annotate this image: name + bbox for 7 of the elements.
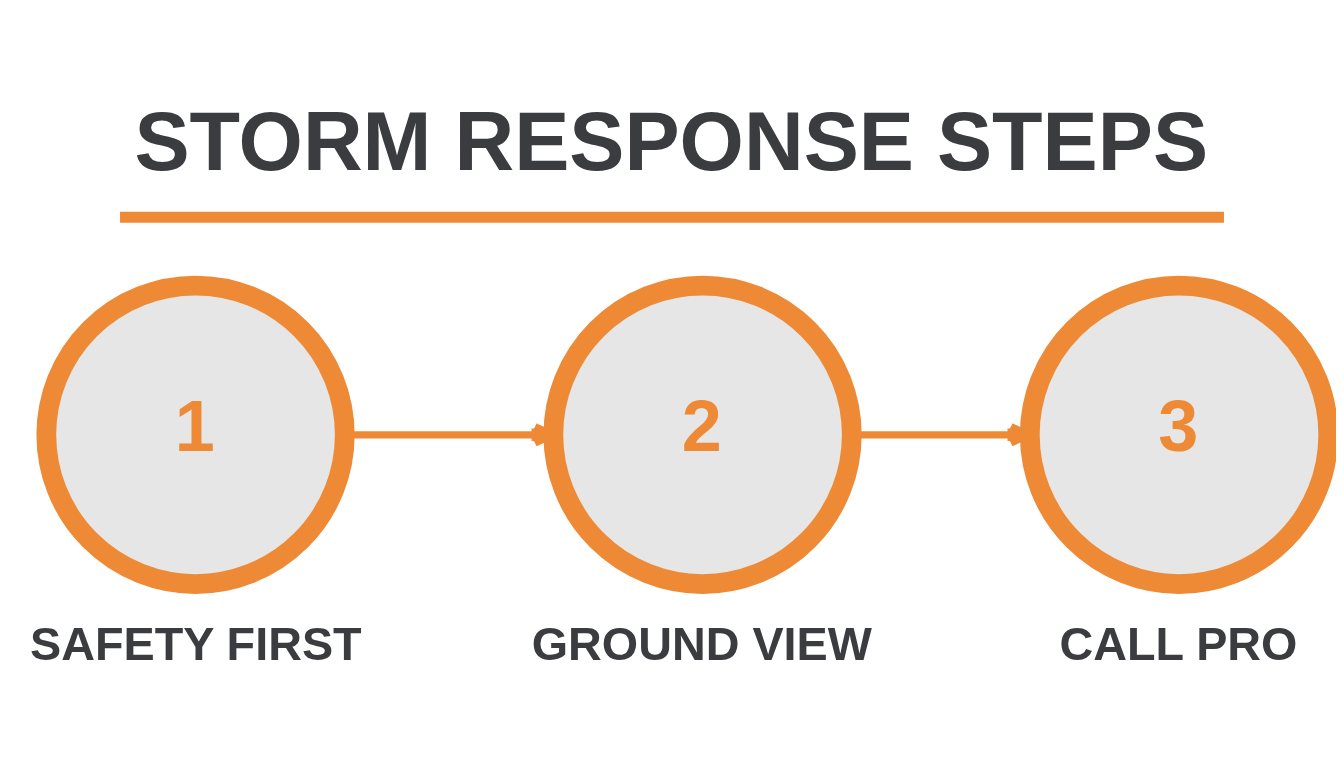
node-label: CALL PRO (1059, 618, 1298, 671)
node-circle: 3 (1019, 275, 1336, 594)
diagram-title: STORM RESPONSE STEPS (134, 95, 1209, 189)
node-circle: 2 (543, 275, 862, 594)
node-label: SAFETY FIRST (30, 618, 362, 671)
node-circle: 1 (36, 275, 355, 594)
node-label: GROUND VIEW (531, 618, 872, 671)
